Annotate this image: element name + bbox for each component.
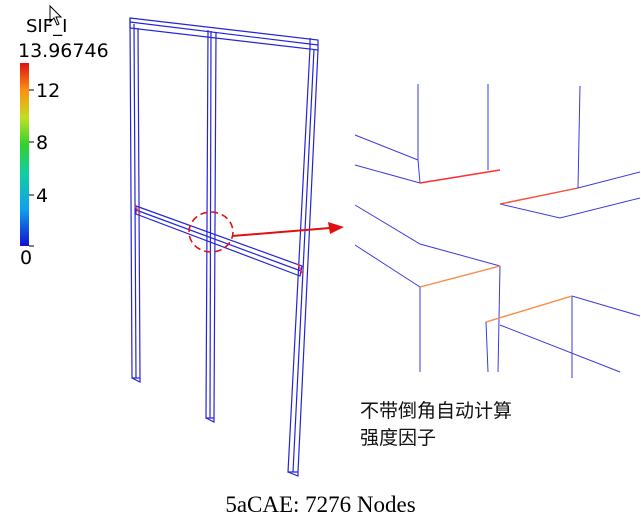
color-legend: SIF_I 13.96746 12 8 4 0 [18,16,109,269]
annotation-line-2: 强度因子 [360,427,437,449]
legend-tick-0: 0 [20,247,32,269]
annotation-note: 不带倒角自动计算 强度因子 [360,398,512,452]
figure-caption: 5aCAE: 7276 Nodes [225,492,416,517]
crack-front-markers [134,205,304,276]
detail-zoom-view[interactable] [354,84,641,378]
annotation-line-1: 不带倒角自动计算 [360,400,513,422]
legend-tick-12: 12 [36,80,60,102]
detail-crack-fronts [419,169,579,323]
arrow-head-icon [328,222,344,234]
legend-max-label: 13.96746 [18,40,109,62]
callout-circle [188,211,234,253]
cursor-icon [49,4,63,26]
legend-tick-8: 8 [36,132,48,154]
legend-tick-4: 4 [36,185,48,207]
callout-arrow [231,227,331,237]
frame-mesh[interactable] [129,17,319,477]
color-bar [20,63,29,246]
callout [188,211,344,253]
legend-field-name: SIF_I [26,16,67,37]
